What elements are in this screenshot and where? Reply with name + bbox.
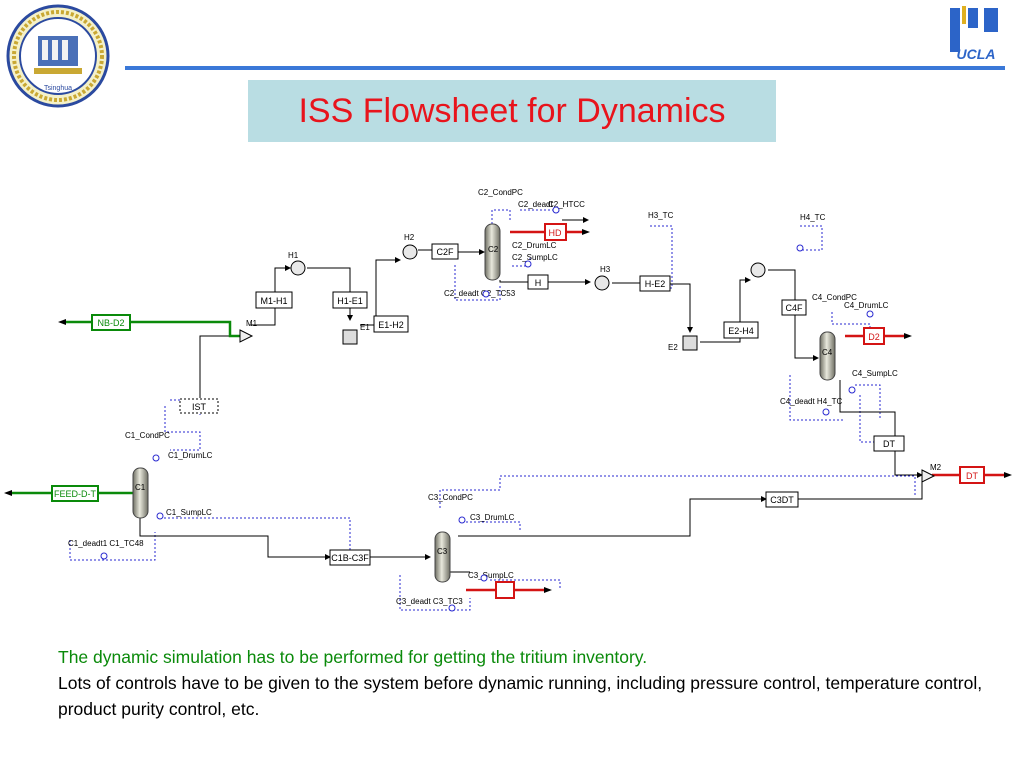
stream-c2f: C2F xyxy=(436,247,454,257)
mixer-m1 xyxy=(239,329,254,343)
column-c3 xyxy=(434,531,451,583)
stream-c4-dt: DT xyxy=(883,439,895,449)
label-c1: C1 xyxy=(135,483,146,492)
header-rule xyxy=(125,66,1005,70)
label-h3-tc: H3_TC xyxy=(648,211,674,220)
label-c3-sumplc: C3_SumpLC xyxy=(468,571,514,580)
stream-ist: IST xyxy=(192,402,207,412)
heater-h2 xyxy=(402,244,418,260)
label-c2-condpc: C2_CondPC xyxy=(478,188,523,197)
label-h2: H2 xyxy=(404,233,415,242)
label-m2: M2 xyxy=(930,463,942,472)
seal-text: Tsinghua xyxy=(44,85,72,92)
label-c2-tc: C2_deadt C2_TC53 xyxy=(444,289,516,298)
stream-h1-e1: H1-E1 xyxy=(337,296,363,306)
label-c4-sumplc: C4_SumpLC xyxy=(852,369,898,378)
stream-e1-h2: E1-H2 xyxy=(378,320,404,330)
product-dt: DT xyxy=(966,471,978,481)
mixer-m2 xyxy=(921,469,936,483)
page-title: ISS Flowsheet for Dynamics xyxy=(298,91,726,130)
label-c4-tc: C4_deadt H4_TC xyxy=(780,397,842,406)
label-h3: H3 xyxy=(600,265,611,274)
label-c2-deadt: C2_deadt xyxy=(518,200,553,209)
stream-feed-d-t: FEED-D-T xyxy=(54,489,96,499)
product-hd: HD xyxy=(549,228,562,238)
ucla-logo: UCLA xyxy=(948,4,1004,64)
paragraph-black: Lots of controls have to be given to the… xyxy=(58,673,983,719)
label-c4-drumlc: C4_DrumLC xyxy=(844,301,889,310)
paragraph-green: The dynamic simulation has to be perform… xyxy=(58,647,648,667)
title-banner: ISS Flowsheet for Dynamics xyxy=(248,80,776,142)
label-c1-tc: C1_deadt1 C1_TC48 xyxy=(68,539,144,548)
unit-e2 xyxy=(682,335,698,351)
school-seal-logo: Tsinghua xyxy=(4,4,112,108)
label-c3-drumlc: C3_DrumLC xyxy=(470,513,515,522)
stream-c1b-c3f: C1B-C3F xyxy=(331,553,369,563)
label-c1-sumplc: C1_SumpLC xyxy=(166,508,212,517)
label-h4-tc: H4_TC xyxy=(800,213,826,222)
heater-h3 xyxy=(594,275,610,291)
stream-m1-h1: M1-H1 xyxy=(260,296,287,306)
column-c1 xyxy=(132,467,149,519)
label-c4: C4 xyxy=(822,348,833,357)
stream-e2-h4: E2-H4 xyxy=(728,326,754,336)
unit-h-small: H xyxy=(535,278,542,288)
label-c4-condpc: C4_CondPC xyxy=(812,293,857,302)
label-c2: C2 xyxy=(488,245,499,254)
body-text: The dynamic simulation has to be perform… xyxy=(58,644,1008,722)
ucla-logo-text: UCLA xyxy=(957,46,996,62)
label-m1: M1 xyxy=(246,319,258,328)
stream-c3dt: C3DT xyxy=(770,495,794,505)
label-c3-tc: C3_deadt C3_TC3 xyxy=(396,597,463,606)
product-d2: D2 xyxy=(868,332,880,342)
label-c2-sumplc: C2_SumpLC xyxy=(512,253,558,262)
label-c2-htcc: C2_HTCC xyxy=(548,200,585,209)
column-c4 xyxy=(819,331,836,381)
label-c1-condpc: C1_CondPC xyxy=(125,431,170,440)
label-e1: E1 xyxy=(360,323,370,332)
unit-e1 xyxy=(342,329,358,345)
flowsheet-diagram: M1-H1 H1-E1 E1-H2 C2F H-E2 E2-H4 C4F IST… xyxy=(0,180,1024,620)
stream-h-e2: H-E2 xyxy=(645,279,666,289)
label-c3-condpc: C3_CondPC xyxy=(428,493,473,502)
heater-h1 xyxy=(290,260,306,276)
stream-nb-d2: NB-D2 xyxy=(97,318,124,328)
label-c1-drumlc: C1_DrumLC xyxy=(168,451,213,460)
label-h1: H1 xyxy=(288,251,299,260)
label-c2-drumlc: C2_DrumLC xyxy=(512,241,557,250)
label-c3: C3 xyxy=(437,547,448,556)
stream-c4f: C4F xyxy=(785,303,803,313)
column-c2 xyxy=(484,223,501,281)
label-e2: E2 xyxy=(668,343,678,352)
heater-h4 xyxy=(750,262,766,278)
